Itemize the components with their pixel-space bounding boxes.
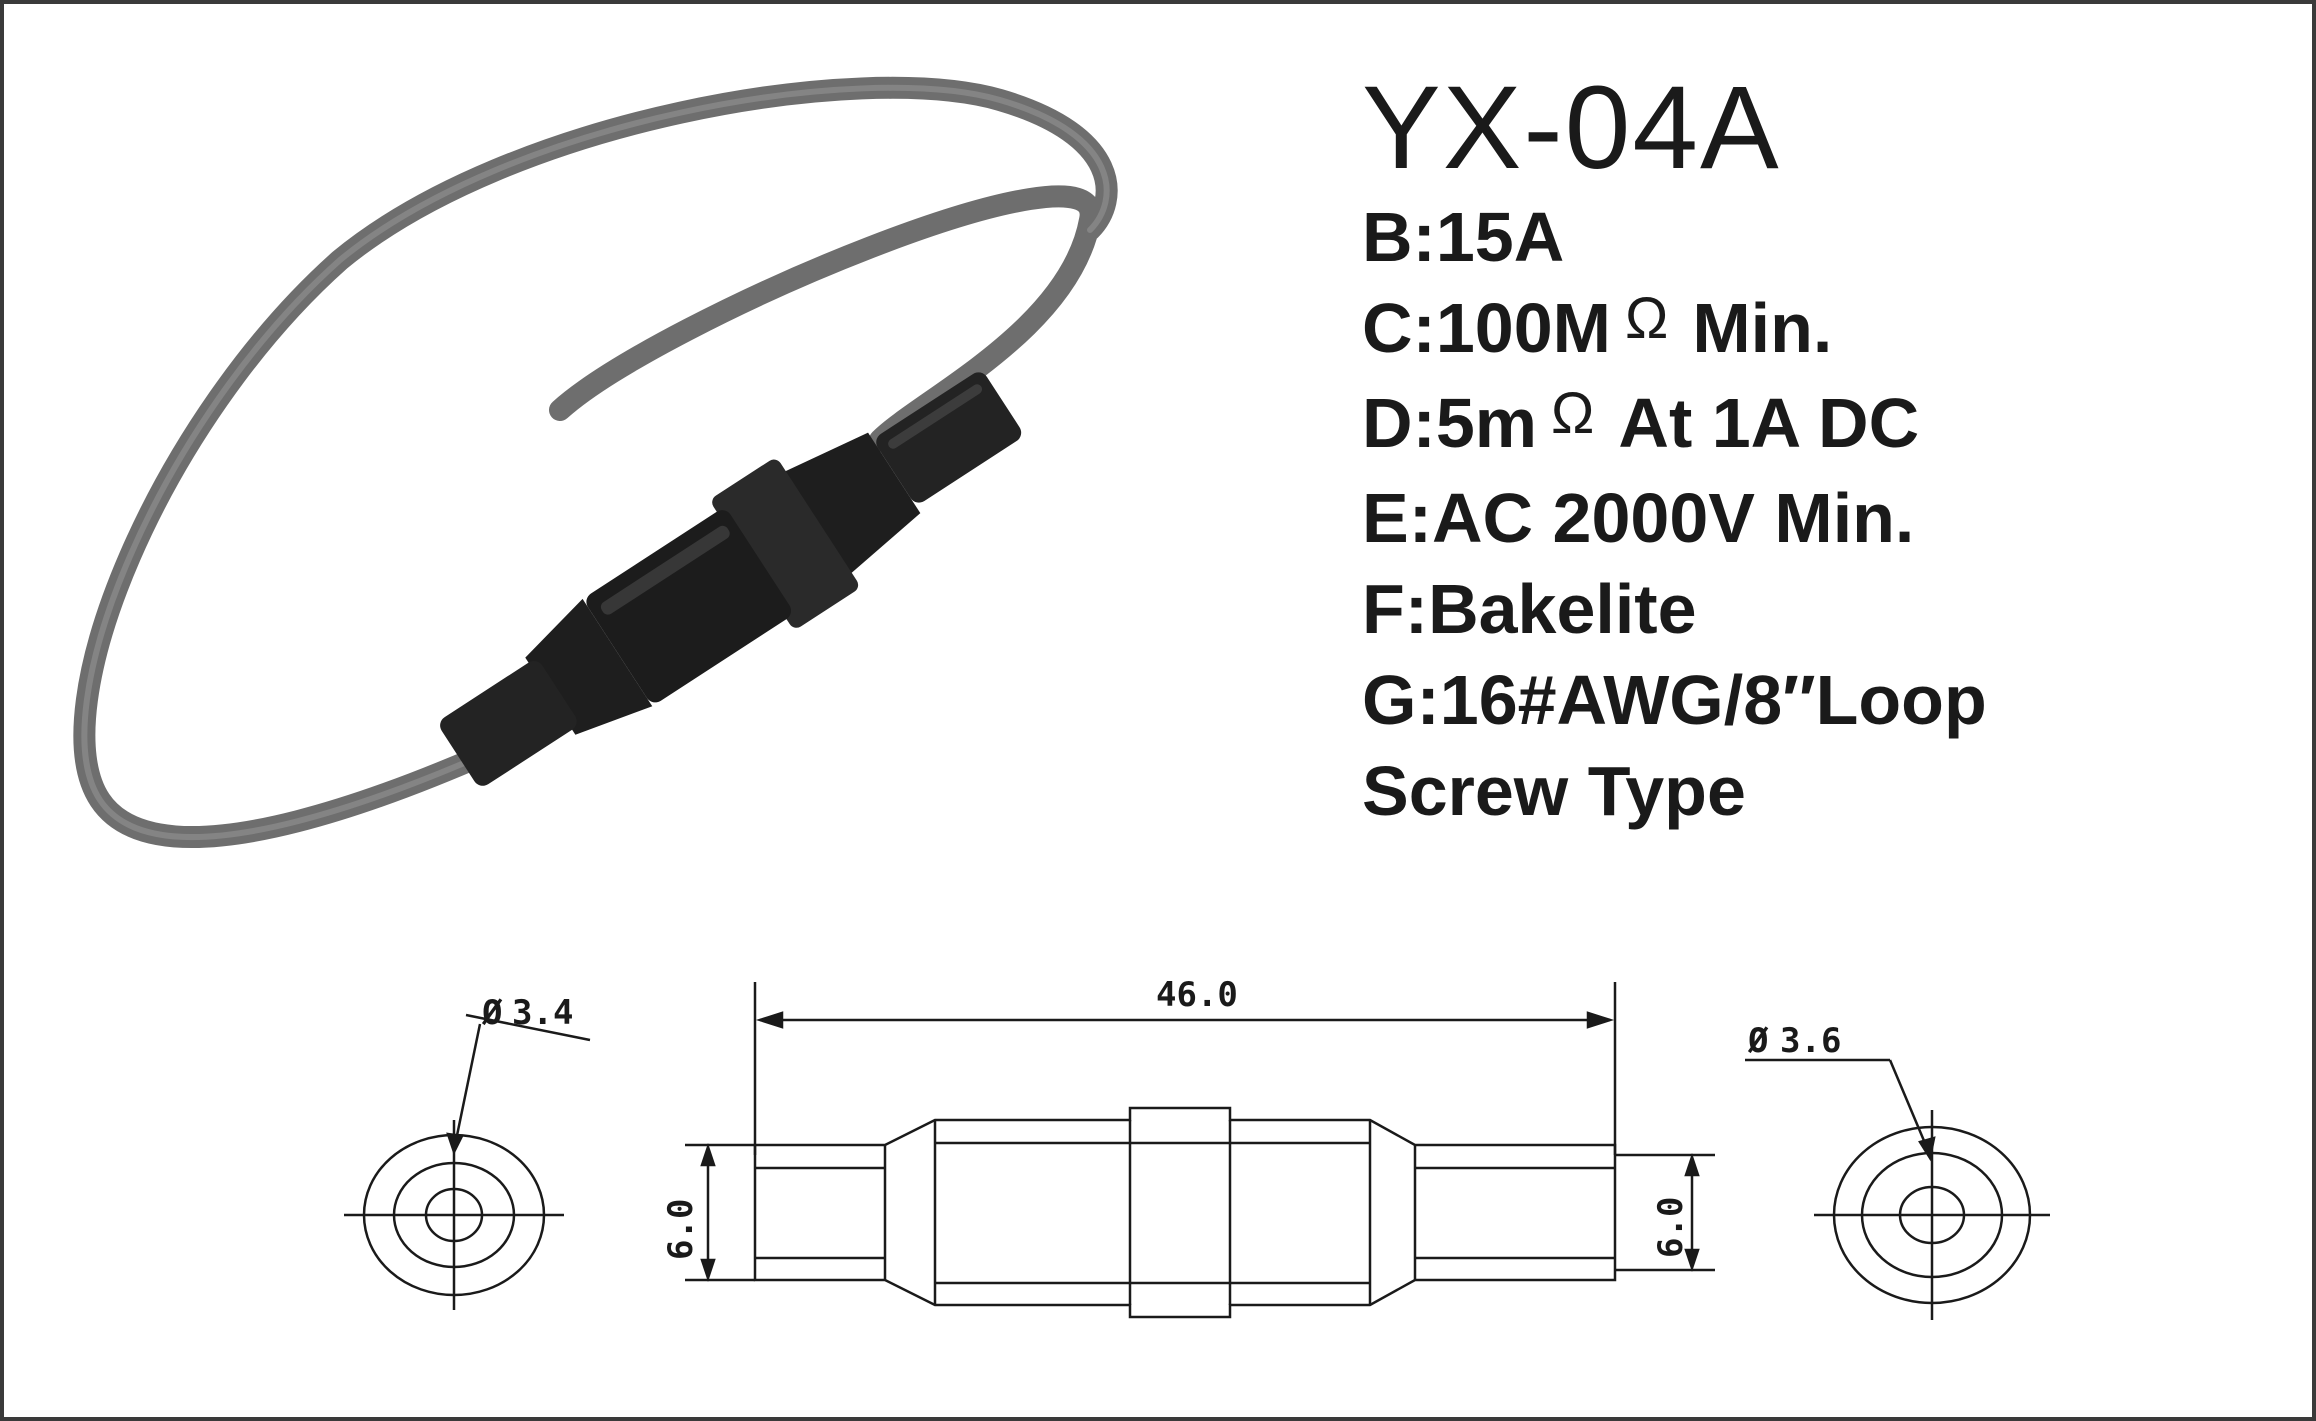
right-height-dimension: 6.0 [1651,1197,1691,1258]
right-diameter-symbol: Ø [1747,1021,1769,1061]
left-height-dimension: 6.0 [661,1199,701,1260]
spec-type: Screw Type [1362,752,1746,830]
omega-symbol: Ω [1551,381,1595,446]
left-diameter-symbol: Ø [481,993,503,1033]
right-end-view [1745,1058,2050,1320]
spec-f: F:Bakelite [1362,570,1697,648]
left-diameter-label: 3.4 [512,993,573,1033]
left-end-view [344,1013,591,1310]
holder-collar [712,459,859,628]
holder-end-left [440,660,577,786]
spec-g: G:16#AWG/8″Loop [1362,661,1987,739]
dimension-drawing: Ø 3.4 46.0 6.0 6.0 [344,975,2050,1320]
omega-symbol: Ω [1624,286,1669,351]
fuse-holder-photo [73,76,1118,848]
side-profile [685,982,1715,1319]
holder-taper-right [776,432,921,580]
model-number: YX-04A [1362,62,1781,194]
right-diameter-label: 3.6 [1780,1021,1841,1061]
spec-b: B:15A [1362,198,1565,276]
holder-body [586,510,792,703]
holder-end-right [876,372,1022,503]
spec-e: E:AC 2000V Min. [1362,479,1915,557]
length-dimension: 46.0 [1156,975,1238,1015]
